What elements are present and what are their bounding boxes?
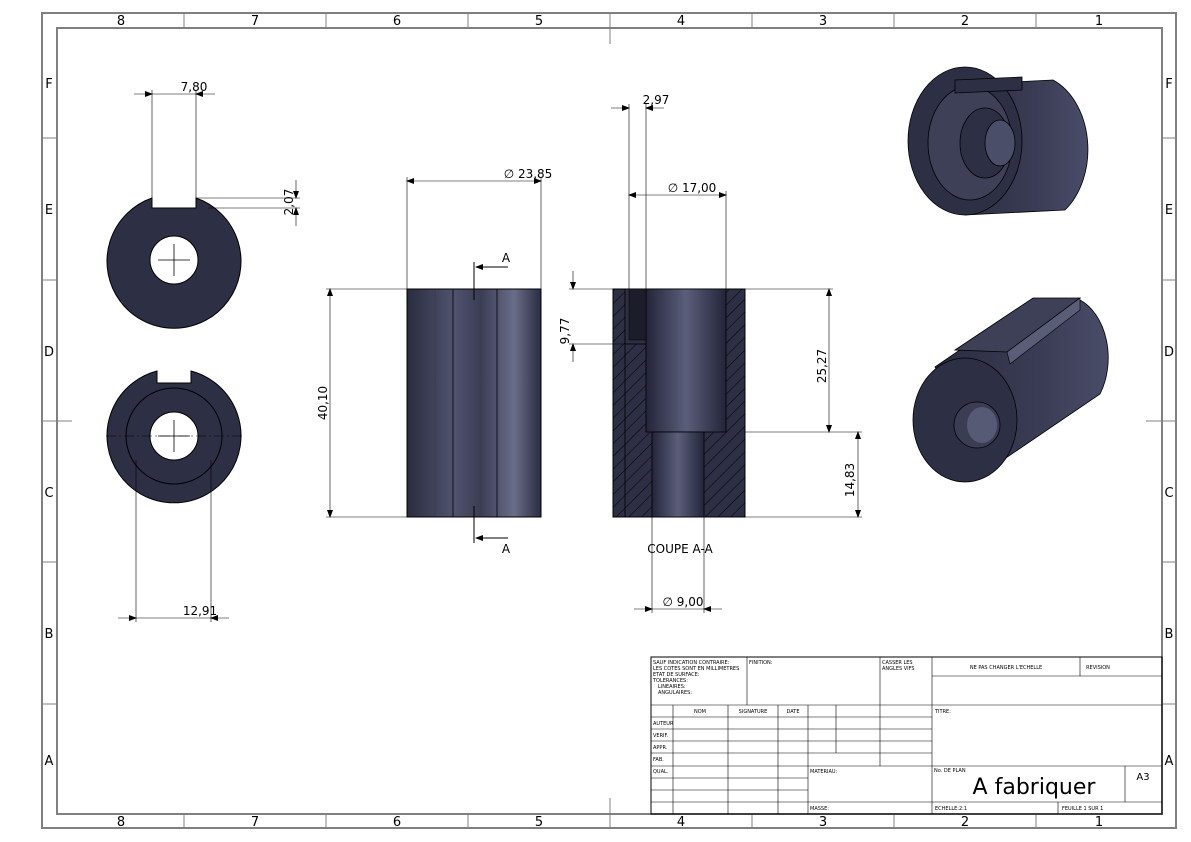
iso-view-bottom	[912, 297, 1109, 483]
col-label-bottom: 4	[677, 815, 685, 830]
drawing-number-label: No. DE PLAN	[934, 768, 966, 774]
drawing-frame: 8 7 6 5 4 3 2 1 8 7 6 5 4 3 2 1 F E D C …	[41, 12, 1177, 830]
col-label-top: 6	[393, 14, 401, 29]
material-label: MATERIAU:	[810, 769, 838, 775]
no-scale-note: NE PAS CHANGER L'ECHELLE	[970, 665, 1042, 671]
zone-ticks	[42, 13, 1176, 828]
title-block-text: SAUF INDICATION CONTRAIRE: LES COTES SON…	[652, 660, 1110, 812]
edges-note: CASSER LES	[882, 660, 913, 666]
col-label-bottom: 1	[1095, 815, 1103, 830]
note-line: SAUF INDICATION CONTRAIRE:	[653, 660, 730, 666]
note-line: ANGULAIRES:	[658, 690, 692, 696]
scale-label: ECHELLE:2:1	[935, 806, 967, 812]
row-label-right: B	[1165, 627, 1174, 642]
col-label-bottom: 6	[393, 815, 401, 830]
role-label: QUAL.	[653, 769, 669, 775]
col-label-top: 5	[535, 14, 543, 29]
col-header-signature: SIGNATURE	[739, 709, 768, 715]
col-header-date: DATE	[786, 709, 799, 715]
end-view-keyway: 7,80 2,07	[106, 80, 300, 329]
section-arrow-label-top: A	[502, 251, 511, 265]
section-arrow-label-bottom: A	[502, 542, 511, 556]
row-label-right: D	[1164, 345, 1174, 360]
row-label-left: A	[45, 754, 54, 769]
col-label-bottom: 5	[535, 815, 543, 830]
col-label-top: 2	[961, 14, 969, 29]
col-label-top: 7	[251, 14, 259, 29]
note-line: TOLERANCES:	[652, 678, 688, 684]
row-label-left: D	[44, 345, 54, 360]
col-label-bottom: 8	[117, 815, 125, 830]
col-label-bottom: 3	[819, 815, 827, 830]
row-label-right: F	[1165, 77, 1172, 92]
col-label-bottom: 7	[251, 815, 259, 830]
dim-keyway-depth: 2,07	[282, 189, 296, 216]
drawing-title: A fabriquer	[973, 775, 1097, 800]
col-label-top: 3	[819, 14, 827, 29]
edges-note: ANGLES VIFS	[882, 666, 915, 672]
role-label: VERIF.	[653, 733, 669, 739]
dim-key-length: 9,77	[558, 318, 572, 345]
row-label-left: F	[45, 77, 52, 92]
dim-keyway-width: 7,80	[181, 80, 208, 94]
sheet-format: A3	[1136, 772, 1149, 783]
note-line: LES COTES SONT EN MILLIMETRES	[653, 666, 739, 672]
dim-length: 40,10	[316, 386, 330, 420]
col-label-bottom: 2	[961, 815, 969, 830]
side-view: A A ∅ 23,85 40,10	[316, 167, 552, 556]
row-label-left: C	[44, 486, 53, 501]
dim-wall-thickness: 2,97	[643, 93, 670, 107]
title-block	[650, 656, 1163, 815]
dim-small-length: 14,83	[843, 463, 857, 497]
row-label-right: E	[1165, 203, 1173, 218]
col-label-top: 8	[117, 14, 125, 29]
finish-label: FINITION:	[749, 660, 773, 666]
section-caption: COUPE A-A	[647, 542, 713, 556]
note-line: LINEAIRES:	[658, 684, 686, 690]
sheet-label: FEUILLE 1 SUR 1	[1062, 806, 1103, 812]
note-line: ETAT DE SURFACE:	[653, 672, 700, 678]
dim-small-diameter: ∅ 9,00	[663, 595, 704, 609]
role-label: FAB.	[653, 757, 664, 763]
role-label: APPR.	[653, 745, 668, 751]
col-label-top: 1	[1095, 14, 1103, 29]
mass-label: MASSE:	[810, 806, 829, 812]
section-view: COUPE A-A 2,97 ∅ 17,00 9,77 25,27 14,83	[558, 93, 862, 613]
dim-bore-depth: 25,27	[815, 349, 829, 383]
dim-bore-diameter: ∅ 17,00	[668, 181, 717, 195]
row-label-left: B	[45, 627, 54, 642]
col-header-name: NOM	[694, 709, 706, 715]
row-label-left: E	[45, 203, 53, 218]
dim-end-diameter: 12,91	[183, 604, 217, 618]
title-label: TITRE:	[934, 709, 951, 715]
role-label: AUTEUR	[653, 721, 674, 727]
row-label-right: C	[1164, 486, 1173, 501]
row-label-right: A	[1165, 754, 1174, 769]
dim-outer-diameter: ∅ 23,85	[504, 167, 553, 181]
col-label-top: 4	[677, 14, 685, 29]
revision-label: REVISION	[1086, 665, 1110, 671]
end-view-bore: 12,91	[106, 370, 242, 622]
iso-view-top	[907, 66, 1089, 216]
